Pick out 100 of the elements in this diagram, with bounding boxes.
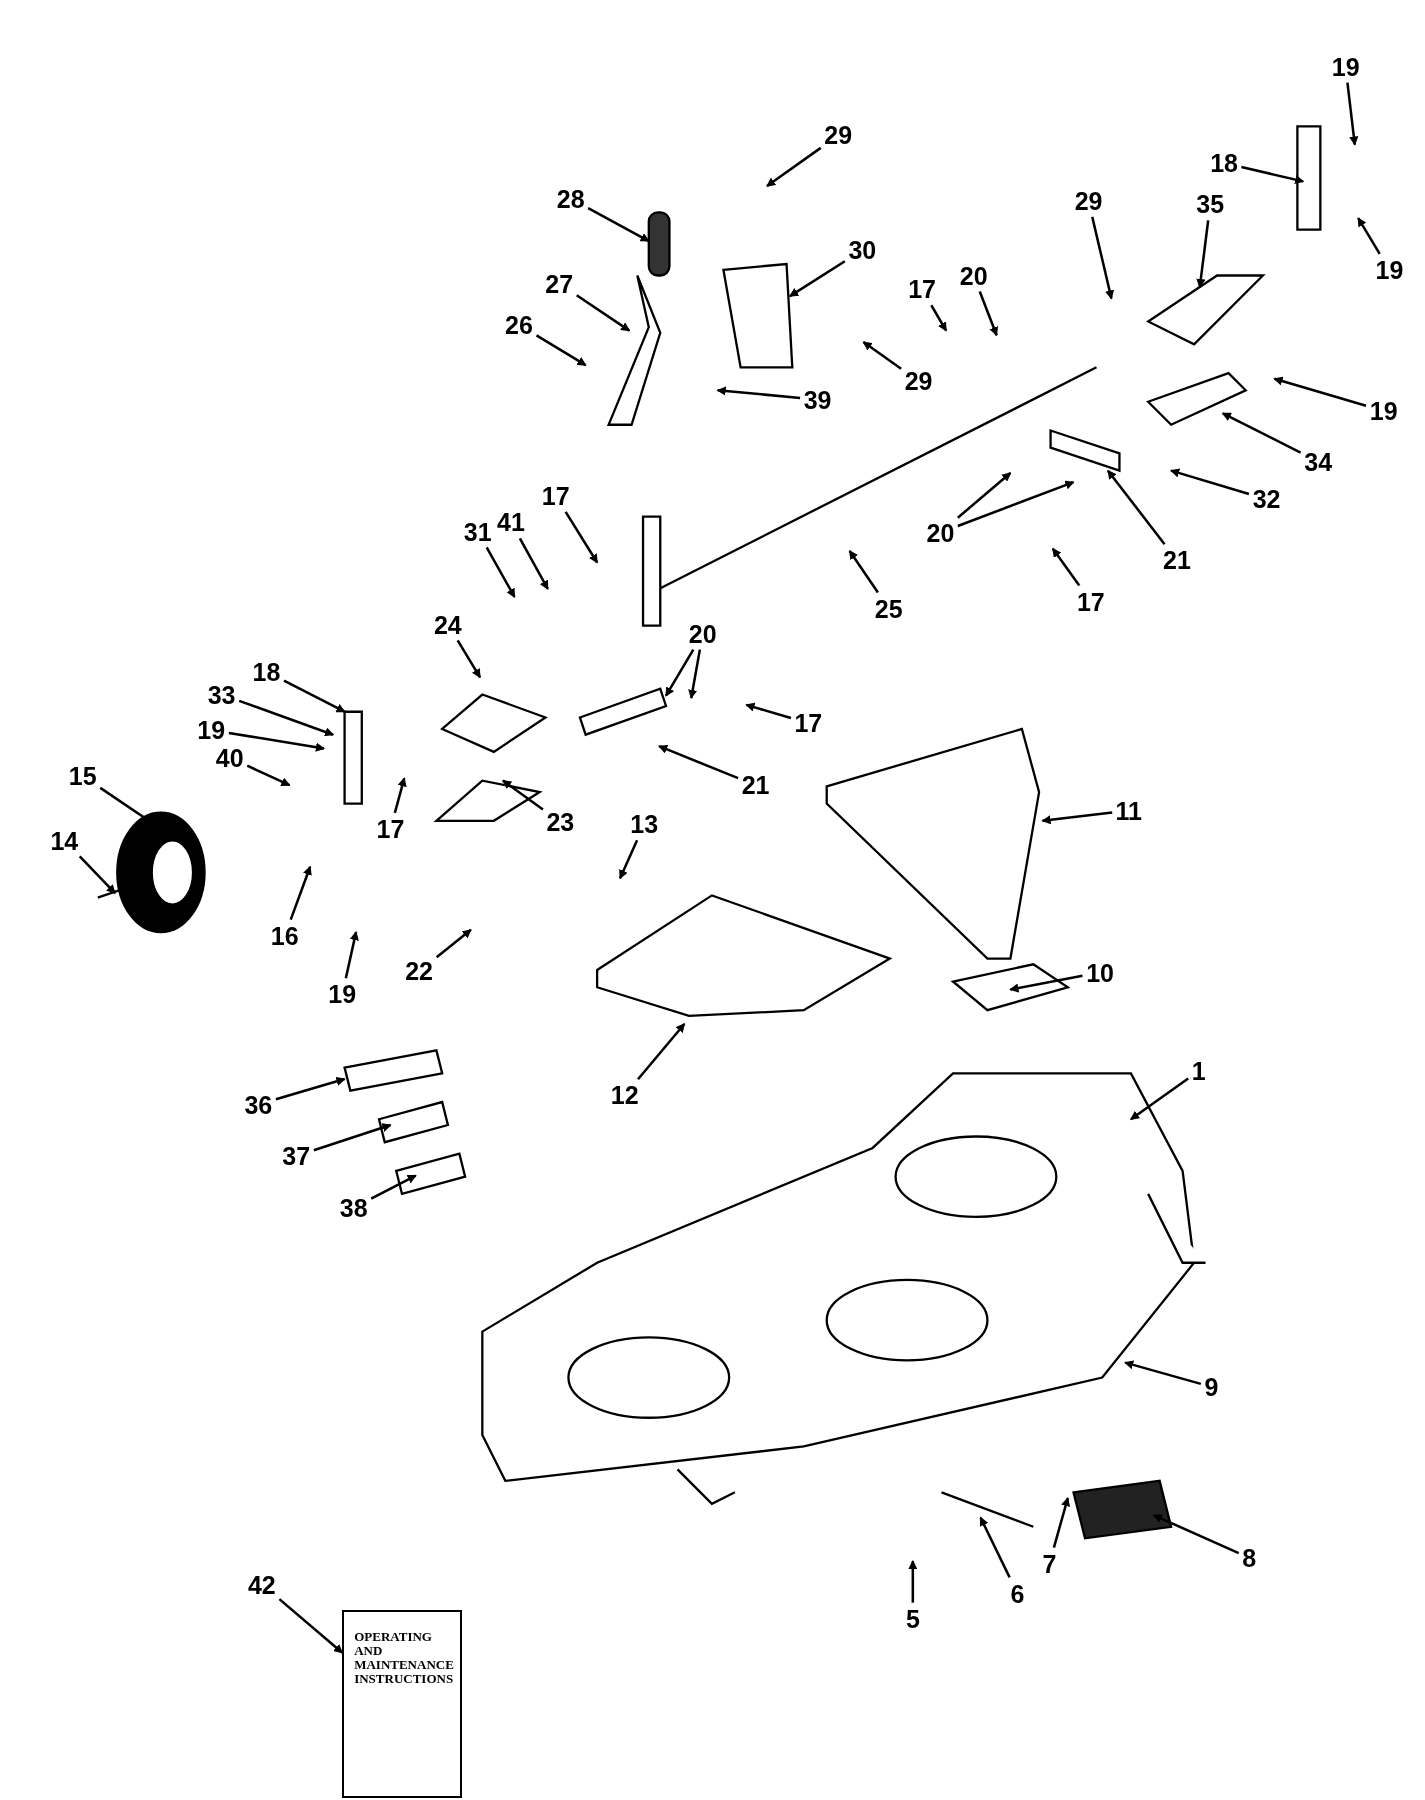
callout-number: 29 — [824, 123, 853, 148]
callout-number: 1 — [1191, 1058, 1206, 1084]
leader-line — [1041, 811, 1113, 825]
callout-number: 11 — [1115, 798, 1142, 824]
callout-number: 29 — [904, 368, 933, 394]
leader-line — [238, 699, 335, 737]
callout-number: 19 — [197, 717, 226, 743]
leader-line — [1051, 547, 1081, 587]
callout-number: 17 — [794, 710, 823, 736]
callout-number: 42 — [247, 1572, 276, 1598]
leader-line — [564, 511, 599, 564]
leader-line — [1052, 1497, 1071, 1548]
callout-number: 33 — [207, 682, 236, 708]
leader-line — [283, 679, 346, 713]
leader-line — [637, 1023, 686, 1080]
leader-line — [908, 1560, 918, 1603]
leader-line — [502, 779, 544, 811]
leader-line — [1196, 220, 1210, 289]
callout-number: 38 — [339, 1195, 368, 1221]
callout-number: 20 — [926, 520, 955, 546]
callout-number: 21 — [1163, 547, 1191, 573]
leader-line — [658, 744, 739, 780]
leader-line — [1170, 468, 1250, 496]
leader-line — [1152, 1514, 1240, 1555]
leader-line — [393, 777, 407, 814]
callout-number: 32 — [1252, 487, 1281, 512]
leader-line — [1106, 469, 1166, 546]
callout-number: 25 — [874, 596, 903, 622]
callout-number: 31 — [463, 519, 492, 545]
callout-number: 17 — [541, 483, 570, 509]
leader-line — [716, 386, 801, 400]
callout-number: 13 — [630, 811, 659, 837]
callout-number: 15 — [68, 763, 97, 789]
leader-line — [957, 480, 1075, 528]
callout-number: 41 — [497, 509, 525, 535]
callout-number: 40 — [215, 745, 244, 771]
leader-line — [275, 1076, 346, 1101]
callout-number: 19 — [328, 981, 357, 1007]
callout-number: 8 — [1242, 1545, 1257, 1571]
callout-number: 30 — [848, 237, 877, 263]
leader-line — [789, 260, 846, 298]
callout-number: 17 — [908, 276, 936, 302]
callout-number: 5 — [905, 1606, 920, 1632]
leader-line — [1241, 165, 1305, 185]
leader-line — [344, 931, 359, 979]
leader-line — [370, 1174, 417, 1200]
leader-line — [1221, 412, 1302, 454]
callout-number: 7 — [1042, 1551, 1057, 1577]
callout-number: 16 — [270, 923, 299, 949]
leader-line — [664, 649, 695, 697]
leader-line — [930, 304, 948, 332]
callout-number: 21 — [741, 772, 770, 798]
callout-number: 20 — [688, 621, 717, 647]
callout-number: 27 — [545, 271, 574, 297]
callout-number: 6 — [1010, 1581, 1025, 1607]
leader-line — [1130, 1077, 1189, 1121]
leader-line — [535, 334, 587, 367]
callout-number: 10 — [1086, 960, 1114, 986]
leader-line — [618, 839, 639, 880]
leader-line — [957, 472, 1012, 519]
leader-line — [1357, 217, 1381, 255]
leader-line — [1091, 216, 1115, 300]
leader-line — [766, 146, 822, 187]
leader-line — [435, 928, 472, 959]
leader-line — [485, 546, 516, 598]
leader-line — [1273, 376, 1367, 407]
leader-line — [78, 855, 116, 894]
callout-number: 24 — [433, 612, 462, 638]
callout-number: 23 — [546, 809, 575, 835]
callout-number: 17 — [376, 816, 405, 842]
leader-line — [246, 764, 291, 787]
leader-line — [978, 291, 998, 337]
callout-number: 18 — [252, 659, 281, 685]
leader-line — [688, 649, 702, 700]
callout-number: 19 — [1369, 398, 1398, 424]
callout-number: 36 — [244, 1092, 273, 1118]
leader-line — [587, 207, 650, 243]
callout-number: 18 — [1210, 150, 1238, 176]
callout-number: 26 — [505, 312, 533, 338]
leader-line — [745, 702, 792, 720]
instruction-manual — [342, 1609, 462, 1799]
callout-number: 29 — [1074, 188, 1103, 214]
leader-line — [862, 341, 902, 370]
callout-number: 35 — [1196, 191, 1225, 217]
callout-number: 12 — [610, 1082, 639, 1108]
callout-number: 9 — [1204, 1374, 1219, 1400]
callout-number: 19 — [1375, 257, 1404, 283]
leader-line — [518, 537, 549, 590]
leader-line — [313, 1123, 392, 1152]
callout-number: 14 — [50, 828, 79, 854]
leader-line — [848, 550, 879, 594]
callout-number: 39 — [803, 387, 832, 413]
leader-line — [576, 294, 631, 332]
callout-number: 28 — [556, 186, 585, 212]
leader-line — [228, 731, 326, 752]
leader-line — [1346, 82, 1359, 146]
leader-line — [456, 639, 482, 679]
callout-number: 37 — [282, 1143, 311, 1169]
callout-number: 34 — [1304, 449, 1333, 475]
leader-line — [278, 1598, 344, 1654]
